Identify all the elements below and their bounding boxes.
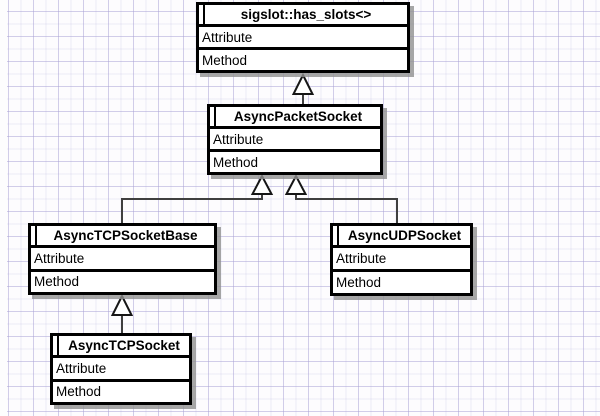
method-compartment: Method	[199, 50, 407, 70]
attribute-compartment: Attribute	[53, 355, 189, 382]
attribute-compartment: Attribute	[31, 245, 214, 272]
class-box-asynctcpsocketbase[interactable]: AsyncTCPSocketBase Attribute Method	[28, 223, 217, 295]
connector-asynctcpsocket-to-asynctcpsocketbase[interactable]	[110, 293, 134, 334]
attribute-compartment: Attribute	[199, 24, 407, 50]
method-compartment: Method	[210, 152, 380, 172]
class-box-asynctcpsocket[interactable]: AsyncTCPSocket Attribute Method	[50, 333, 192, 405]
class-title: AsyncTCPSocket	[57, 336, 189, 355]
method-compartment: Method	[333, 272, 470, 293]
method-compartment: Method	[31, 271, 214, 292]
attribute-compartment: Attribute	[210, 126, 380, 152]
attribute-compartment: Attribute	[333, 245, 470, 272]
inheritance-triangle-icon	[284, 173, 308, 195]
class-title: AsyncUDPSocket	[337, 226, 470, 245]
class-box-asyncpacketsocket[interactable]: AsyncPacketSocket Attribute Method	[207, 104, 383, 175]
connector-asynctcpsocketbase-to-asyncpacketsocket[interactable]	[121, 173, 274, 224]
inheritance-triangle-icon	[291, 72, 315, 95]
connector-asyncudpsocket-to-asyncpacketsocket[interactable]	[284, 173, 398, 224]
inheritance-triangle-icon	[250, 173, 274, 195]
class-box-sigslot-has-slots[interactable]: sigslot::has_slots<> Attribute Method	[196, 2, 410, 73]
class-title: AsyncTCPSocketBase	[35, 226, 214, 245]
class-title: sigslot::has_slots<>	[203, 5, 407, 24]
class-title: AsyncPacketSocket	[214, 107, 380, 126]
connector-asyncpacketsocket-to-hasslots[interactable]	[291, 72, 315, 105]
canvas-left-margin	[0, 0, 7, 416]
class-box-asyncudpsocket[interactable]: AsyncUDPSocket Attribute Method	[330, 223, 473, 296]
method-compartment: Method	[53, 381, 189, 402]
inheritance-triangle-icon	[110, 293, 134, 316]
